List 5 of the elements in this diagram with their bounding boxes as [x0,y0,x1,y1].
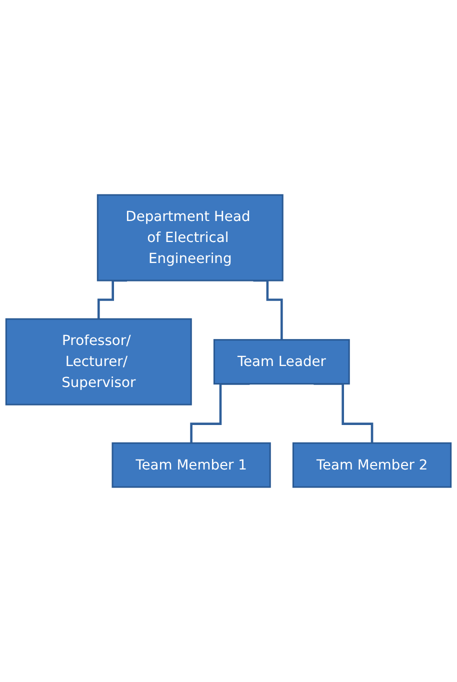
node-box: Department Head of Electrical Engineering [96,194,284,282]
node-box: Team Leader [213,339,350,385]
node-box: Professor/ Lecturer/ Supervisor [5,318,192,406]
node-box: Team Member 1 [112,442,271,488]
node-box: Team Member 2 [292,442,452,488]
